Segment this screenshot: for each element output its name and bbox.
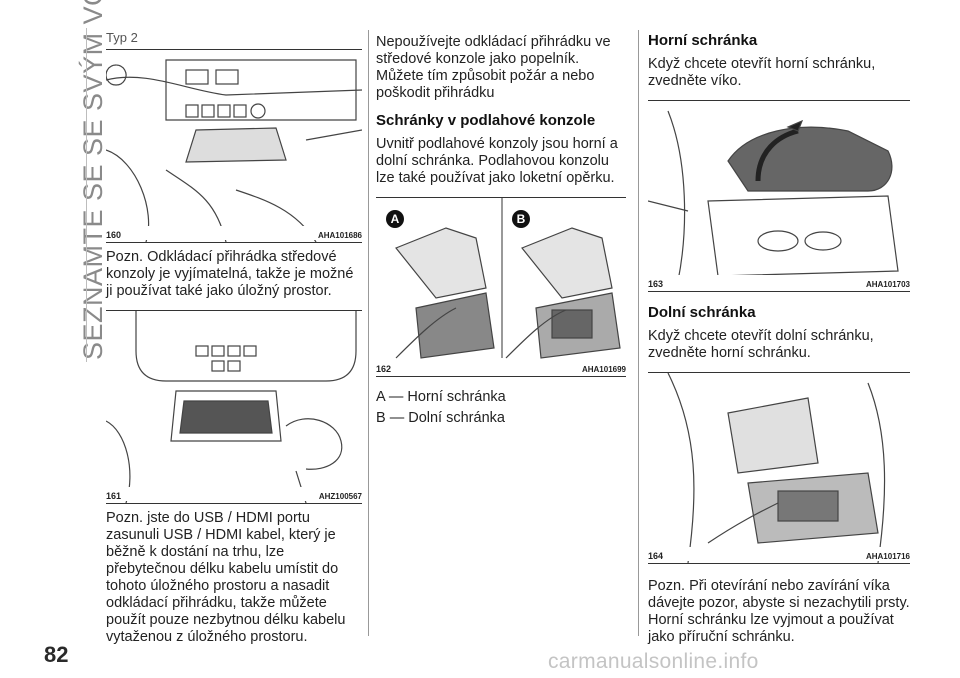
note-text-2: Pozn. jste do USB / HDMI portu zasunuli … — [106, 510, 346, 645]
column-divider-2 — [638, 30, 639, 636]
figure-caption: 161 AHZ100567 — [106, 487, 362, 501]
figure-number: 160 — [106, 230, 122, 240]
column-divider-1 — [368, 30, 369, 636]
floor-console-text: Uvnitř podlahové konzoly jsou horní a do… — [376, 136, 618, 186]
callout-badge-b: B — [512, 210, 530, 228]
note-text-3: Pozn. Při otevírání nebo zavírání víka d… — [648, 578, 910, 645]
figure-caption: 162 AHA101699 — [376, 360, 626, 374]
upper-box-lid-illustration — [648, 110, 899, 282]
figure-number: 161 — [106, 491, 122, 501]
console-tray-illustration — [106, 59, 362, 242]
upper-box-text: Když chcete otevřít horní schránku, zved… — [648, 56, 876, 89]
callout-badge-a: A — [386, 210, 404, 228]
figure-caption: 163 AHA101703 — [648, 275, 910, 289]
figure-163: 163 AHA101703 — [648, 100, 910, 292]
side-section-title: SEZNAMTE SE SE SVÝM VOZEM — [44, 0, 108, 360]
storage-space-illustration — [106, 311, 357, 503]
section-heading-lower: Dolní schránka — [648, 304, 756, 321]
column-1: Typ 2 160 AHA101686 Pozn. Odkládací p — [106, 30, 362, 656]
legend-item-b: B — Dolní schránka — [376, 410, 505, 426]
section-heading-upper: Horní schránka — [648, 32, 758, 49]
page-number: 82 — [44, 642, 69, 667]
legend-item-a: A — Horní schránka — [376, 389, 506, 405]
figure-code: AHA101686 — [317, 231, 362, 240]
section-heading-floor-console: Schránky v podlahové konzole — [376, 112, 596, 129]
column-3: Horní schránka Když chcete otevřít horní… — [648, 30, 910, 656]
floor-console-compartments-illustration — [395, 198, 621, 359]
figure-162: A B 162 AHA101699 — [376, 197, 626, 377]
figure-caption: 164 AHA101716 — [648, 547, 910, 561]
figure-caption: 160 AHA101686 — [106, 226, 362, 240]
side-section-title-text: SEZNAMTE SE SE SVÝM VOZEM — [78, 0, 108, 360]
figure-code: AHZ100567 — [318, 492, 362, 501]
side-divider — [86, 28, 87, 362]
column-2: Nepoužívejte odkládací přihrádku ve stře… — [376, 30, 626, 430]
lower-box-text: Když chcete otevřít dolní schránku, zved… — [648, 328, 874, 361]
figure-number: 163 — [648, 279, 664, 289]
figure-160: 160 AHA101686 — [106, 49, 362, 243]
figure-legend: A — Horní schránka B — Dolní schránka — [376, 389, 626, 427]
figure-code: AHA101699 — [581, 365, 626, 374]
watermark: carmanualsonline.info — [548, 650, 759, 673]
figure-code: AHA101703 — [865, 280, 910, 289]
figure-164: 164 AHA101716 — [648, 372, 910, 564]
lower-box-open-illustration — [667, 373, 886, 563]
warning-text: Nepoužívejte odkládací přihrádku ve stře… — [376, 34, 611, 101]
figure-number: 164 — [648, 551, 664, 561]
note-text-1: Pozn. Odkládací přihrádka středové konzo… — [106, 249, 354, 299]
type-label: Typ 2 — [106, 30, 138, 45]
figure-number: 162 — [376, 364, 392, 374]
figure-code: AHA101716 — [865, 552, 910, 561]
figure-161: 161 AHZ100567 — [106, 310, 362, 504]
